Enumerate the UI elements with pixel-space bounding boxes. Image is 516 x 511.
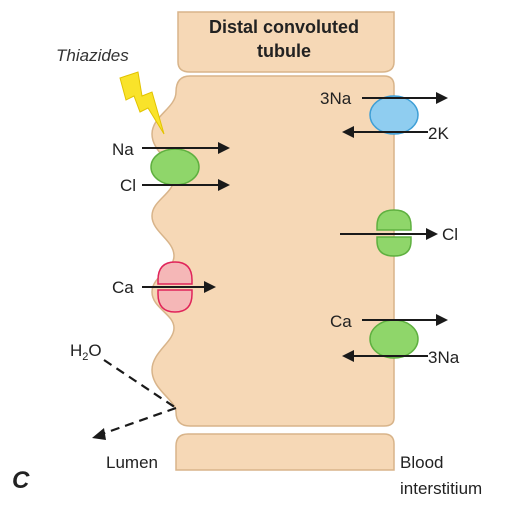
- exch-ca-arrowhead: [436, 314, 448, 326]
- lightning-bolt-icon: [119, 71, 165, 135]
- tubule-cell: [151, 75, 395, 427]
- na-arrowhead: [218, 142, 230, 154]
- na-k-pump: [369, 95, 419, 135]
- title-line-1: Distal convoluted: [209, 17, 359, 37]
- lower-cell: [175, 433, 395, 471]
- ca-na-exchanger: [369, 319, 419, 359]
- ca-arrowhead: [204, 281, 216, 293]
- apical-ca-label: Ca: [112, 278, 134, 297]
- exch-na-label: 3Na: [428, 348, 460, 367]
- interstitium-label: interstitium: [400, 479, 482, 498]
- panel-letter: C: [12, 467, 30, 494]
- nacl-cotransporter: [150, 148, 200, 186]
- cl-channel: [376, 209, 412, 257]
- basolateral-cl-label: Cl: [442, 225, 458, 244]
- pump-na-label: 3Na: [320, 89, 352, 108]
- blood-label: Blood: [400, 453, 443, 472]
- apical-na-label: Na: [112, 140, 134, 159]
- h2o-label: H2O: [70, 341, 102, 363]
- lumen-label: Lumen: [106, 453, 158, 472]
- ca-channel: [157, 261, 193, 313]
- apical-cl-label: Cl: [120, 176, 136, 195]
- title-line-2: tubule: [257, 41, 311, 61]
- exch-na-arrowhead: [342, 350, 354, 362]
- pump-na-arrowhead: [436, 92, 448, 104]
- upper-cell: [177, 11, 395, 73]
- cl-arrowhead: [218, 179, 230, 191]
- h2o-path-out: [101, 406, 177, 436]
- thiazides-label: Thiazides: [56, 46, 129, 65]
- pump-k-arrowhead: [342, 126, 354, 138]
- cl-out-arrowhead: [426, 228, 438, 240]
- exch-ca-label: Ca: [330, 312, 352, 331]
- pump-k-label: 2K: [428, 124, 449, 143]
- h2o-arrowhead: [92, 428, 106, 440]
